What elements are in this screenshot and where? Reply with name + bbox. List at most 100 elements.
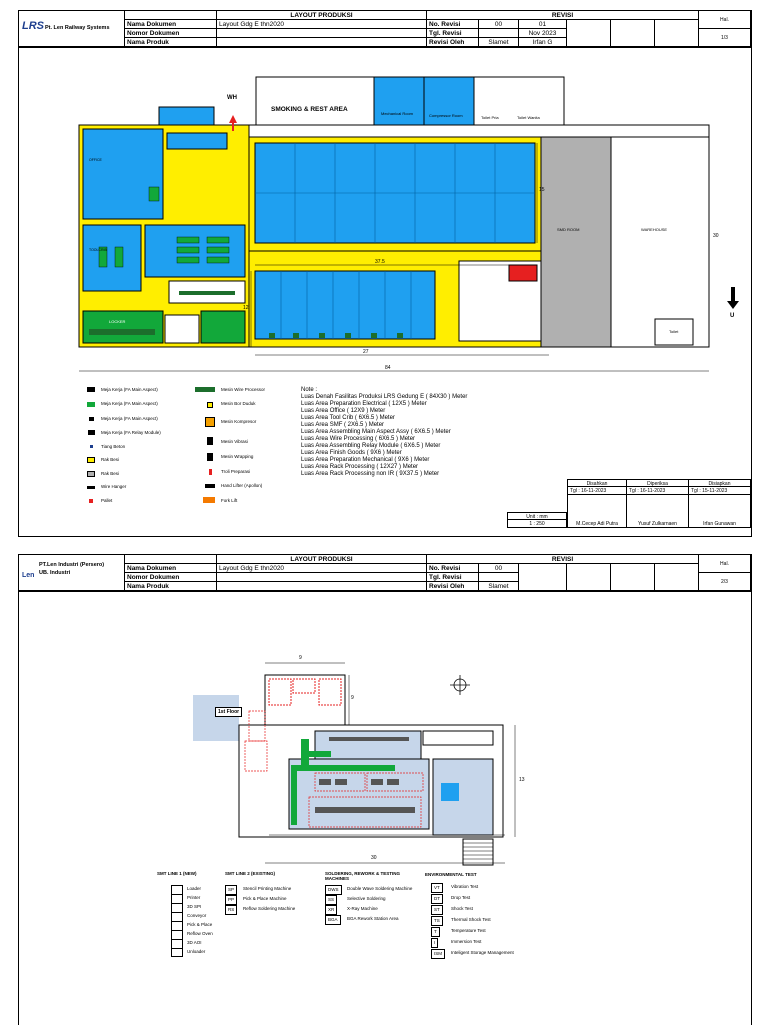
smt2-code-2: RS bbox=[225, 905, 238, 915]
legend-right: Mesin Wire Processor Mesin Bor Duduk Mes… bbox=[193, 385, 303, 505]
solder-label-2: X-Ray Machine bbox=[347, 906, 378, 911]
forklift-icon bbox=[203, 497, 215, 503]
rev-no-1: 01 bbox=[519, 20, 567, 29]
rev-by-0: Slamet bbox=[479, 38, 519, 47]
env-code-4: T bbox=[431, 927, 440, 937]
wire-hanger-icon bbox=[87, 486, 95, 489]
dim-84: 84 bbox=[385, 365, 391, 371]
rev-by-1: Irfan G bbox=[519, 38, 567, 47]
office-label: OFFICE bbox=[89, 158, 102, 162]
env-label-1: Drop Test bbox=[451, 895, 471, 900]
env-title: ENVIRONMENTAL TEST bbox=[425, 872, 477, 877]
env-label-4: Temperature Test bbox=[451, 928, 486, 933]
legend-left-4: Tiang Beton bbox=[101, 444, 126, 449]
toolcrib-label: TOOLCRIB bbox=[89, 248, 107, 252]
north-indicator: U bbox=[730, 313, 735, 319]
env-code-3: TS bbox=[431, 916, 443, 926]
rev-no-0: 00 bbox=[479, 20, 519, 29]
layout-sheet-2: Len PT.Len Industri (Persero) UB. Indust… bbox=[18, 554, 752, 1025]
rev-date-1: Nov 2023 bbox=[519, 29, 567, 38]
company-cell-2: Len PT.Len Industri (Persero) UB. Indust… bbox=[19, 555, 125, 591]
sign-name-2: Irfan Gunawan bbox=[689, 520, 751, 528]
smt-floor-plan: 1st Floor 9 9 13 30 SMT LINE 1 (NEW) Loa… bbox=[19, 591, 751, 1025]
note-line-7: Luas Area Wire Processing ( 6X6.5 ) Mete… bbox=[301, 436, 416, 442]
note-line-5: Luas Area SMF ( 2X6.5 ) Meter bbox=[301, 422, 385, 428]
smt1-item-2: 3D SPI bbox=[187, 904, 202, 909]
legend-left: Meja Kerja (FA Main Aspect) Meja Kerja (… bbox=[85, 385, 205, 505]
legend-right-3: Mesin Vibrasi bbox=[221, 439, 248, 444]
smt1-item-5: Reflow Oven bbox=[187, 931, 213, 936]
compressor-room-label: Compressor Room bbox=[429, 113, 463, 118]
legend-left-0: Meja Kerja (FA Main Aspect) bbox=[101, 387, 158, 392]
rev-by-2: Slamet bbox=[479, 582, 519, 591]
floor-label: 1st Floor bbox=[215, 707, 243, 717]
smt1-item-6: 3D AOI bbox=[187, 940, 202, 945]
label-nomor-dokumen-2: Nomor Dokumen bbox=[125, 573, 217, 582]
note-line-3: Luas Area Office ( 12X9 ) Meter bbox=[301, 408, 386, 414]
solder-code-3: BGA bbox=[325, 915, 341, 925]
value-nama-dokumen: Layout Gdg E thn2020 bbox=[217, 20, 427, 29]
label-nomor-dokumen: Nomor Dokumen bbox=[125, 29, 217, 38]
concrete-pillar-icon bbox=[90, 445, 93, 448]
dim-9-top: 9 bbox=[299, 655, 302, 661]
pallet-icon bbox=[89, 499, 93, 503]
sign-date-0: Tgl : 16-11-2023 bbox=[567, 487, 627, 495]
legend-right-0: Mesin Wire Processor bbox=[221, 387, 266, 392]
legend-right-4: Mesin Wrapping bbox=[221, 454, 254, 459]
legend-left-8: Pallet bbox=[101, 498, 113, 503]
division-name: UB. Industri bbox=[39, 570, 71, 576]
sign-header-0: Disahkan bbox=[567, 479, 627, 487]
desk-small-icon bbox=[89, 417, 94, 421]
env-label-2: Shock Test bbox=[451, 906, 473, 911]
company-name-2: PT.Len Industri (Persero) bbox=[39, 562, 105, 568]
env-label-6: Inteligent Storage Management bbox=[451, 950, 514, 955]
env-label-3: Thermal Shock Test bbox=[451, 917, 491, 922]
rack-yellow-icon bbox=[87, 457, 95, 463]
unit-label: Unit : mm bbox=[507, 512, 567, 520]
toilet-label: Toilet bbox=[669, 329, 679, 334]
smt1-item-1: Printer bbox=[187, 895, 201, 900]
title-layout-produksi: LAYOUT PRODUKSI bbox=[217, 11, 427, 20]
solder-code-0: DWS bbox=[325, 885, 342, 895]
dim-12: 12 bbox=[243, 305, 249, 311]
hal-label-2: Hal. bbox=[699, 555, 751, 573]
signature-block: Disahkan Diperiksa Disiapkan Tgl : 16-11… bbox=[507, 479, 751, 536]
solder-label-1: Selective Soldering bbox=[347, 896, 386, 901]
dim-9-right: 9 bbox=[351, 695, 354, 701]
legend-right-5: Troli Preparasi bbox=[221, 469, 251, 474]
hal-label: Hal. bbox=[699, 11, 751, 29]
smt2-label-0: Stencil Printing Machine bbox=[243, 886, 292, 891]
smt2-code-1: PP bbox=[225, 895, 238, 905]
label-nama-dokumen: Nama Dokumen bbox=[125, 20, 217, 29]
smt1-item-4: Pick & Place bbox=[187, 922, 213, 927]
dim-37-5: 37.5 bbox=[375, 259, 385, 265]
env-label-5: Immersion Test bbox=[451, 939, 482, 944]
smt1-item-3: Conveyor bbox=[187, 913, 207, 918]
smt2-label-1: Pick & Place Machine bbox=[243, 896, 287, 901]
title-block-1: LRS Pt. Len Railway Systems Nama Dokumen… bbox=[19, 11, 751, 48]
solder-label-0: Double Wave Soldering Machine bbox=[347, 886, 413, 891]
desk-relay-icon bbox=[88, 430, 95, 435]
smoking-rest-area-label: SMOKING & REST AREA bbox=[271, 106, 348, 113]
smt-line1-legend: SMT LINE 1 (NEW) Loader Printer 3D SPI C… bbox=[157, 871, 247, 981]
legend-left-3: Meja Kerja (FA Relay Module) bbox=[101, 430, 161, 435]
legend-left-6: Rak Besi bbox=[101, 471, 120, 476]
solder-code-2: XR bbox=[325, 905, 338, 915]
dim-27: 27 bbox=[363, 349, 369, 355]
label-nama-produk: Nama Produk bbox=[125, 38, 217, 47]
warehouse-label: WAREHOUSE bbox=[641, 227, 668, 232]
legend-left-5: Rak Besi bbox=[101, 457, 120, 462]
floor-plan-drawing bbox=[78, 76, 739, 372]
note-line-12: Luas Area Rack Processing non IR ( 9X37.… bbox=[301, 471, 440, 477]
env-code-0: VT bbox=[431, 883, 443, 893]
note-line-8: Luas Area Assembling Relay Module ( 6X6.… bbox=[301, 443, 441, 449]
wrapping-machine-icon bbox=[207, 453, 213, 461]
sign-name-1: Yusuf Zulkarnaen bbox=[627, 520, 689, 528]
note-line-0: Note : bbox=[301, 387, 318, 393]
env-code-1: DT bbox=[431, 894, 443, 904]
revisi-header-2: REVISI bbox=[427, 555, 699, 564]
title-block-2: Len PT.Len Industri (Persero) UB. Indust… bbox=[19, 555, 751, 592]
dim-30: 30 bbox=[713, 233, 719, 239]
env-label-0: Vibration Test bbox=[451, 884, 479, 889]
legend-left-7: Wire Hanger bbox=[101, 484, 127, 489]
